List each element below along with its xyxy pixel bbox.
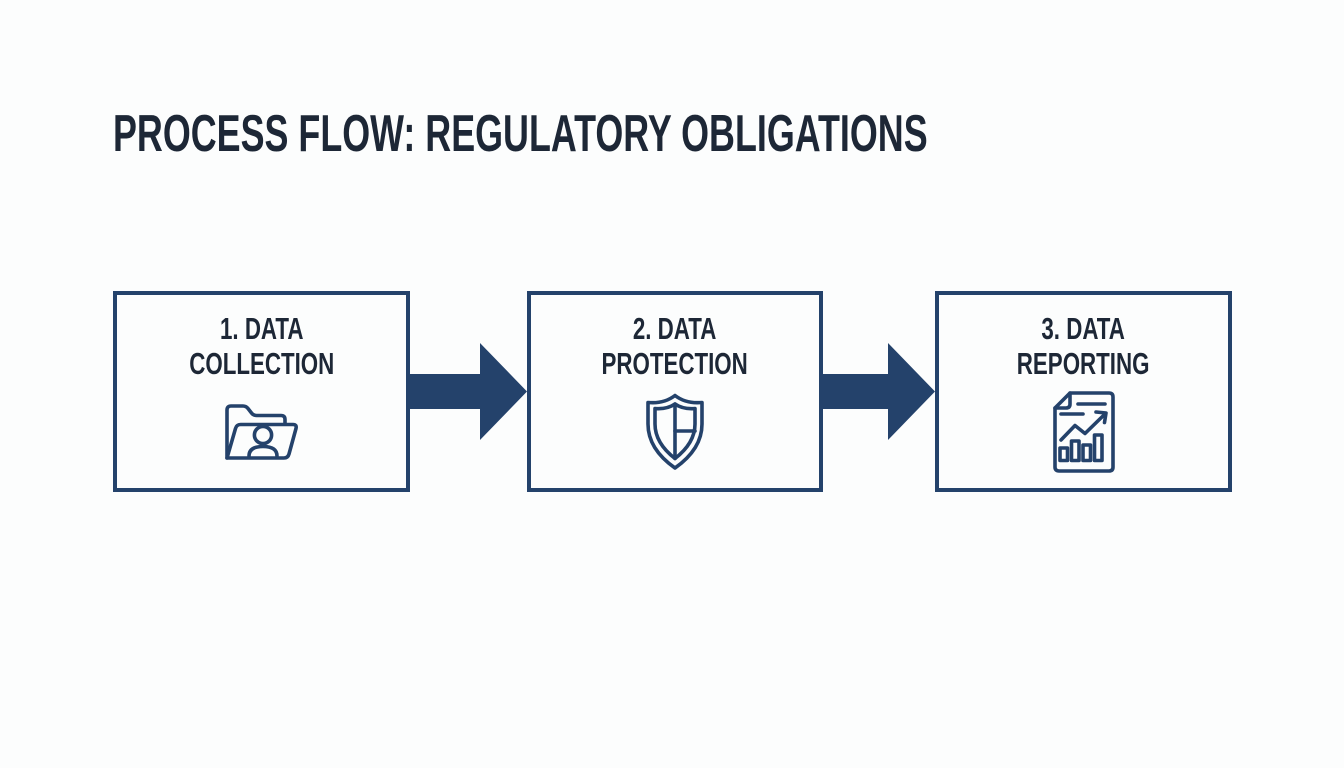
- step-label: 2. DATA PROTECTION: [602, 311, 748, 381]
- step-box-data-collection: 1. DATA COLLECTION: [113, 291, 410, 492]
- diagram-title: PROCESS FLOW: REGULATORY OBLIGATIONS: [113, 105, 928, 163]
- step-label-line1: 1. DATA: [219, 311, 304, 346]
- step-label: 1. DATA COLLECTION: [189, 311, 334, 381]
- step-label-line2: PROTECTION: [601, 346, 749, 381]
- folder-user-icon: [224, 404, 298, 460]
- step-label-line1: 2. DATA: [633, 311, 717, 346]
- step-label-line2: COLLECTION: [188, 346, 335, 381]
- step-label: 3. DATA REPORTING: [1017, 311, 1150, 381]
- step-label-line1: 3. DATA: [1041, 311, 1126, 346]
- step-box-data-reporting: 3. DATA REPORTING: [935, 291, 1232, 492]
- shield-icon: [646, 393, 704, 470]
- right-arrow-icon: [823, 343, 935, 440]
- step-label-line2: REPORTING: [1017, 346, 1150, 381]
- step-box-data-protection: 2. DATA PROTECTION: [527, 291, 823, 492]
- report-chart-icon: [1052, 391, 1115, 473]
- right-arrow-icon: [410, 343, 527, 440]
